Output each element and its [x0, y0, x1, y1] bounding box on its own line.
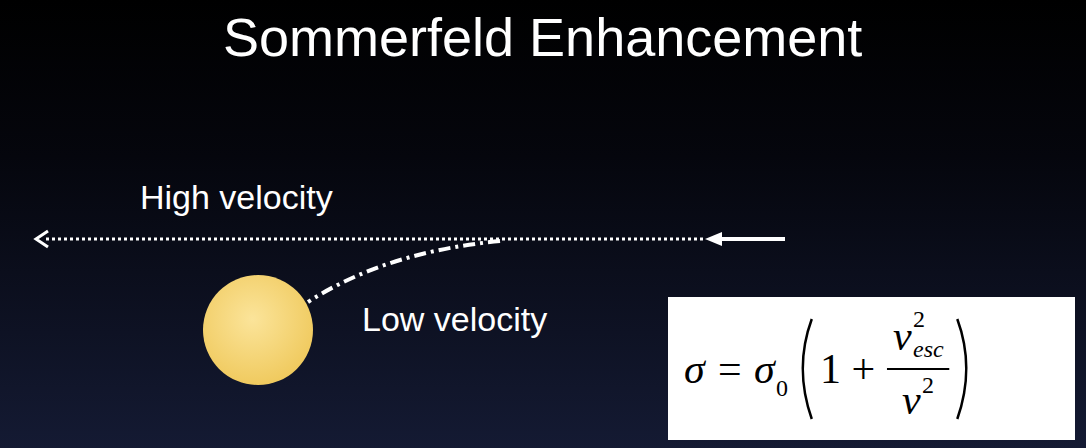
incoming-arrowhead — [705, 232, 722, 246]
path-arrowhead — [36, 231, 48, 247]
exponent: 2 — [913, 307, 925, 331]
subscript: esc — [913, 337, 944, 361]
formula-stroke — [957, 319, 966, 419]
exponent: 2 — [922, 373, 934, 397]
formula-stroke — [803, 319, 812, 419]
formula-term: 1 + — [820, 348, 875, 390]
attracting-body — [203, 275, 313, 385]
formula-lhs: σ = σ — [684, 348, 775, 390]
high-velocity-path — [46, 238, 705, 241]
slide-title: Sommerfeld Enhancement — [223, 10, 862, 64]
high-velocity-label: High velocity — [140, 180, 333, 214]
formula-stroke — [887, 368, 949, 370]
incoming-arrow — [720, 237, 785, 241]
low-velocity-label: Low velocity — [362, 302, 547, 336]
subscript: 0 — [776, 376, 788, 400]
variable: v — [893, 315, 912, 357]
low-velocity-path — [308, 241, 500, 302]
variable: v — [902, 379, 921, 421]
formula-box: σ = σ01 +v2escv2 — [668, 297, 1075, 440]
